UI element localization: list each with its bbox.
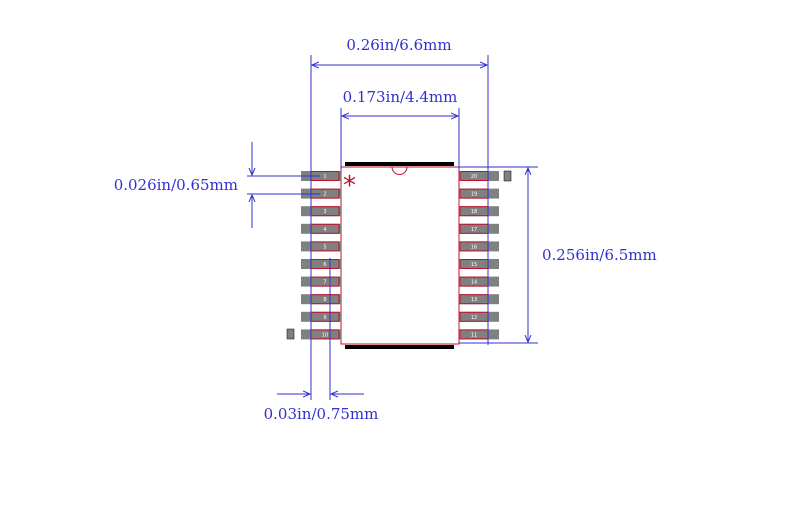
body-top-bar bbox=[345, 162, 454, 166]
pin1-notch bbox=[391, 166, 408, 175]
pin-number: 6 bbox=[323, 262, 326, 268]
orientation-mark-left bbox=[286, 328, 295, 340]
pad-17: 17 bbox=[459, 223, 499, 234]
pad-width-dimension bbox=[277, 258, 364, 400]
pad-12: 12 bbox=[459, 311, 499, 322]
pin-number: 13 bbox=[471, 297, 477, 303]
pin-number: 1 bbox=[323, 174, 326, 180]
pad-9: 9 bbox=[301, 311, 341, 322]
pin-number: 14 bbox=[471, 280, 477, 286]
pin-number: 2 bbox=[323, 192, 326, 198]
pad-18: 18 bbox=[459, 206, 499, 217]
pin-pitch-dimension bbox=[247, 142, 320, 228]
overall-width-label: 0.26in/6.6mm bbox=[346, 36, 451, 54]
body-length-dimension bbox=[459, 166, 538, 344]
pad-15: 15 bbox=[459, 259, 499, 269]
pad-8: 8 bbox=[301, 294, 341, 305]
pin-number: 3 bbox=[323, 209, 326, 215]
pin-number: 9 bbox=[323, 315, 326, 321]
body-width-label: 0.173in/4.4mm bbox=[343, 88, 458, 106]
pad-13: 13 bbox=[459, 294, 499, 305]
pad-3: 3 bbox=[301, 206, 341, 217]
pad-4: 4 bbox=[301, 223, 341, 234]
orientation-mark-right bbox=[503, 170, 512, 182]
pin-number: 12 bbox=[471, 315, 477, 321]
pin-pitch-label: 0.026in/0.65mm bbox=[114, 176, 238, 194]
pin-number: 18 bbox=[471, 209, 477, 215]
pad-11: 11 bbox=[459, 329, 499, 340]
pad-19: 19 bbox=[459, 188, 499, 199]
pin-number: 4 bbox=[323, 227, 326, 233]
pad-10: 10 bbox=[301, 329, 341, 340]
pin1-marker: * bbox=[343, 171, 356, 201]
pin-number: 16 bbox=[471, 244, 477, 250]
body-bottom-bar bbox=[345, 345, 454, 349]
pin-number: 15 bbox=[471, 262, 477, 268]
body-length-label: 0.256in/6.5mm bbox=[542, 246, 657, 264]
pad-16: 16 bbox=[459, 241, 499, 252]
package-outline bbox=[340, 166, 460, 345]
pad-14: 14 bbox=[459, 276, 499, 287]
pad-7: 7 bbox=[301, 276, 341, 287]
pin-number: 17 bbox=[471, 227, 477, 233]
pin-number: 7 bbox=[323, 280, 326, 286]
pin-number: 20 bbox=[471, 174, 477, 180]
pad-width-label: 0.03in/0.75mm bbox=[264, 405, 379, 423]
pin-number: 10 bbox=[322, 332, 328, 338]
pin-number: 8 bbox=[323, 297, 326, 303]
pin-number: 19 bbox=[471, 192, 477, 198]
pin-number: 5 bbox=[323, 244, 326, 250]
body-width-dimension bbox=[340, 108, 460, 170]
pad-6: 6 bbox=[301, 259, 341, 269]
pad-5: 5 bbox=[301, 241, 341, 252]
pin-number: 11 bbox=[471, 332, 477, 338]
pad-20: 20 bbox=[459, 171, 499, 181]
